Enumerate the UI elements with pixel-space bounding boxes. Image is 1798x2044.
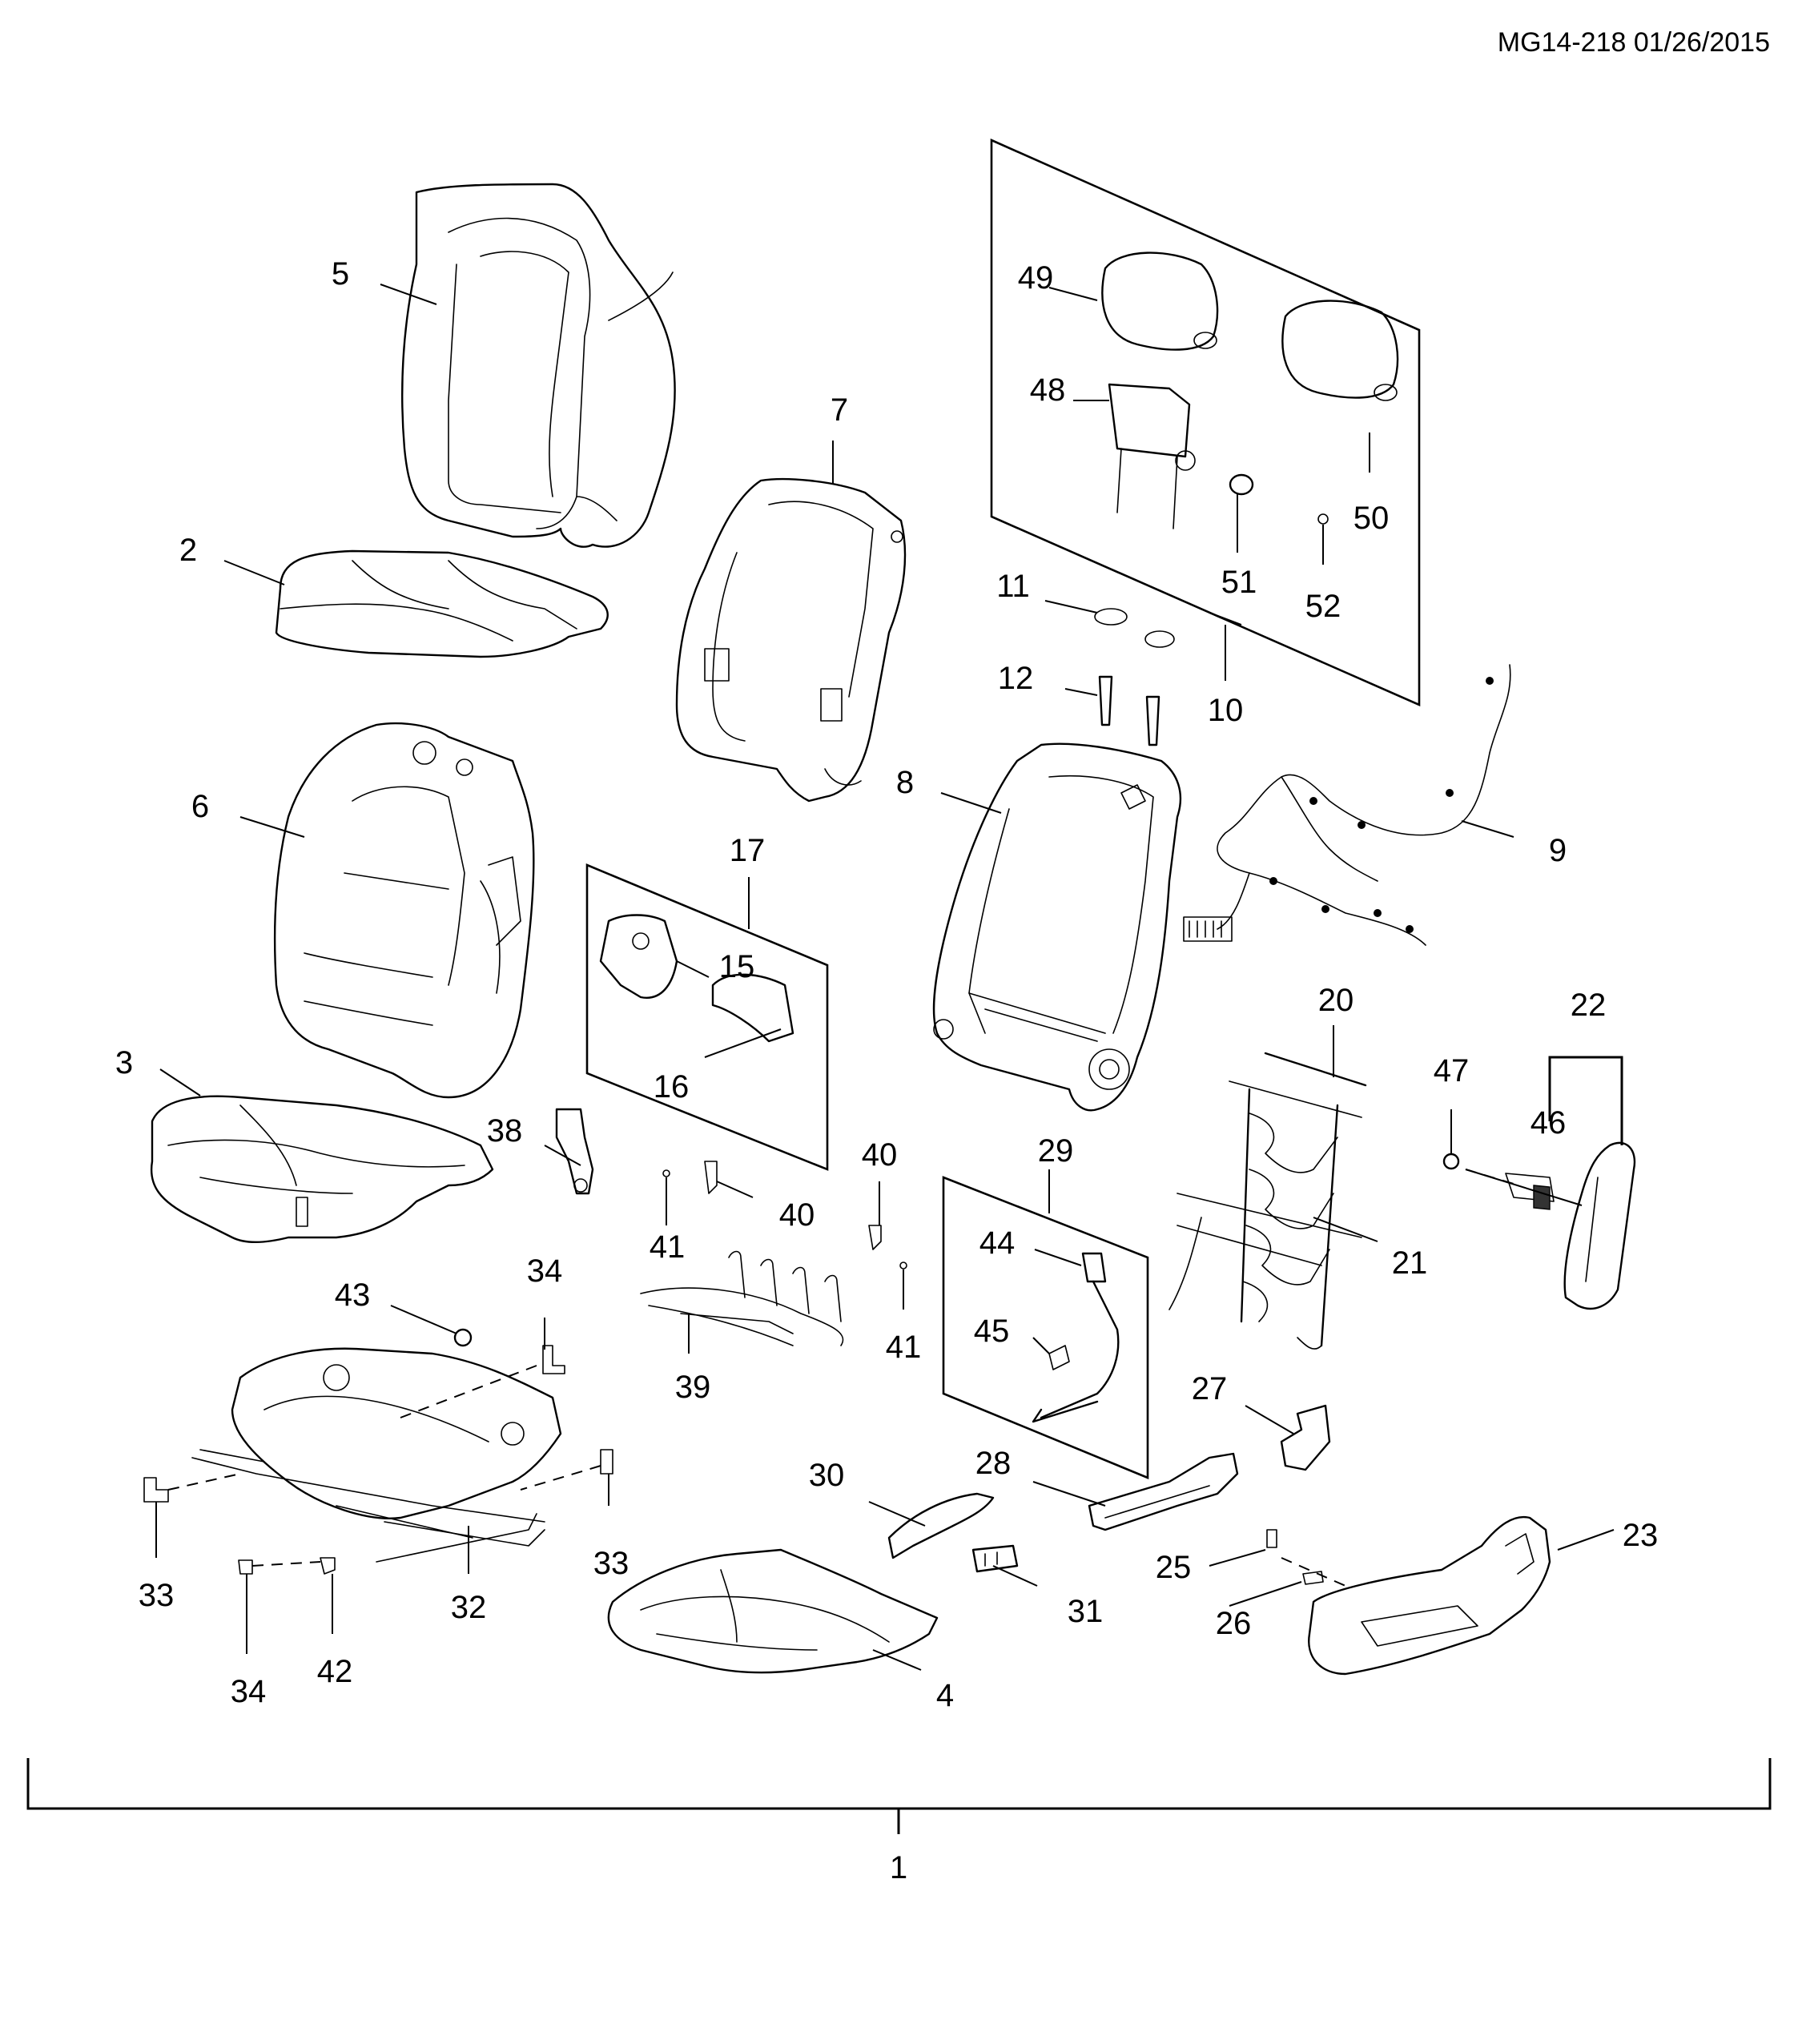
part-47-nut [1442, 1153, 1460, 1170]
callout-1: 1 [890, 1850, 907, 1885]
callout-38: 38 [487, 1113, 523, 1149]
callout-22: 22 [1571, 988, 1607, 1023]
callout-33-left: 33 [139, 1578, 175, 1613]
callout-41-right: 41 [886, 1330, 922, 1365]
diagram-code: MG14-218 01/26/2015 [1498, 27, 1770, 58]
callout-51: 51 [1221, 565, 1257, 600]
part-32-seat-adjuster [191, 1347, 562, 1563]
part-5-seatback-cover [401, 183, 676, 548]
callout-40-right: 40 [779, 1197, 815, 1233]
assembly-bracket-1 [26, 1758, 1772, 1834]
callout-21: 21 [1392, 1245, 1428, 1281]
callout-50: 50 [1354, 501, 1390, 536]
part-40-bracket-lower [868, 1225, 907, 1269]
callout-17: 17 [730, 833, 766, 868]
part-31-switch [971, 1544, 1019, 1573]
callout-48: 48 [1030, 372, 1066, 408]
callout-5: 5 [332, 256, 349, 292]
callout-25: 25 [1156, 1550, 1192, 1585]
part-28-trim [1088, 1452, 1239, 1531]
part-2-cushion-cover [275, 549, 609, 658]
callout-30: 30 [809, 1458, 845, 1493]
callout-29: 29 [1038, 1133, 1074, 1169]
callout-44: 44 [979, 1225, 1016, 1261]
callout-labels: 1 2 3 4 5 6 7 8 9 10 11 12 15 16 17 20 2… [115, 256, 1658, 1885]
part-27-trim-piece [1280, 1404, 1331, 1471]
part-7-seatback-panel [675, 477, 907, 803]
callout-34-lower: 34 [231, 1674, 267, 1709]
callout-15: 15 [719, 949, 755, 984]
part-3-cushion-pad [150, 1095, 494, 1243]
part-8-seatback-frame [932, 742, 1182, 1112]
callout-2: 2 [179, 533, 197, 568]
part-34-clip-upper [542, 1345, 565, 1374]
part-25-clip [1266, 1529, 1277, 1548]
callout-49: 49 [1018, 260, 1054, 296]
part-30-bracket [887, 1492, 995, 1559]
kit-box-10 [990, 139, 1421, 706]
part-21-spring-mat [1168, 1080, 1362, 1350]
callout-9: 9 [1549, 833, 1567, 868]
part-9-wiring-harness [1183, 664, 1511, 946]
callout-7: 7 [831, 392, 848, 428]
part-40-bracket-upper [662, 1161, 718, 1194]
callout-4: 4 [936, 1678, 954, 1713]
part-23-seat-shield [1308, 1515, 1551, 1676]
callout-41-left: 41 [650, 1229, 686, 1265]
callout-39: 39 [675, 1370, 711, 1405]
part-11-guides [1094, 608, 1175, 648]
part-38-belt-buckle [555, 1108, 594, 1195]
callout-45: 45 [974, 1314, 1010, 1349]
part-43-cap [453, 1328, 473, 1347]
callout-47: 47 [1434, 1053, 1470, 1088]
callout-12: 12 [998, 661, 1034, 696]
part-26-clip [1302, 1571, 1324, 1585]
part-34-clip-lower [238, 1559, 253, 1575]
part-20-spring-rod [1264, 1052, 1367, 1087]
callout-32: 32 [451, 1590, 487, 1625]
callout-11: 11 [996, 569, 1030, 604]
callout-10: 10 [1208, 693, 1244, 728]
callout-6: 6 [191, 789, 209, 824]
callout-28: 28 [975, 1446, 1012, 1481]
callout-27: 27 [1192, 1371, 1228, 1406]
part-33-clip-left [143, 1477, 169, 1503]
part-39-cushion-springs [640, 1250, 844, 1346]
part-4-seat-pan [607, 1548, 939, 1674]
callout-43: 43 [335, 1278, 371, 1313]
callout-52: 52 [1305, 589, 1341, 624]
part-6-seatback-pad [273, 722, 535, 1099]
callout-31: 31 [1068, 1594, 1104, 1629]
callout-46: 46 [1531, 1105, 1567, 1141]
callout-8: 8 [896, 765, 914, 800]
part-33-clip-right [600, 1449, 613, 1475]
callout-40-upper: 40 [862, 1137, 898, 1173]
callout-26: 26 [1216, 1606, 1252, 1641]
part-46-bracket [1505, 1173, 1555, 1210]
callout-16: 16 [654, 1069, 690, 1104]
part-42-fastener [320, 1557, 336, 1575]
part-22-side-shield [1563, 1141, 1636, 1310]
part-12-guide-sleeves [1098, 675, 1160, 746]
leader-lines [155, 284, 1623, 1671]
callout-42: 42 [317, 1654, 353, 1689]
kit-box-17 [585, 863, 829, 1171]
callout-23: 23 [1623, 1518, 1659, 1553]
kit-box-29 [942, 1176, 1149, 1479]
callout-33-right: 33 [593, 1546, 630, 1581]
callout-34-upper: 34 [527, 1253, 563, 1289]
callout-3: 3 [115, 1045, 133, 1080]
callout-20: 20 [1318, 983, 1354, 1018]
